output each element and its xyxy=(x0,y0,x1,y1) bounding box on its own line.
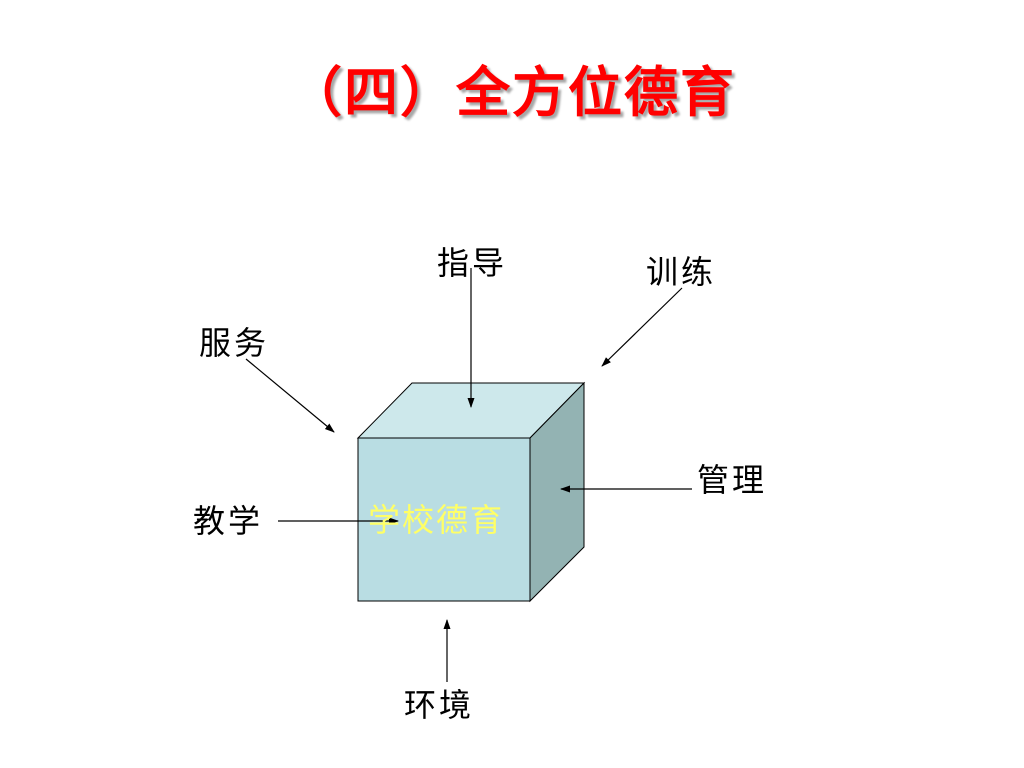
label-left: 教学 xyxy=(193,502,264,540)
label-right: 管理 xyxy=(697,461,768,499)
cube-front-face xyxy=(357,437,531,602)
label-bottom: 环境 xyxy=(404,686,475,724)
label-top-left: 服务 xyxy=(199,324,270,362)
arrow-top-left xyxy=(245,358,335,433)
arrow-top-right xyxy=(601,287,683,367)
center-label: 学校德育 xyxy=(368,501,505,539)
label-top: 指导 xyxy=(437,244,508,282)
label-top-right: 训练 xyxy=(646,253,717,291)
slide-title: （四）全方位德育 xyxy=(288,61,736,124)
